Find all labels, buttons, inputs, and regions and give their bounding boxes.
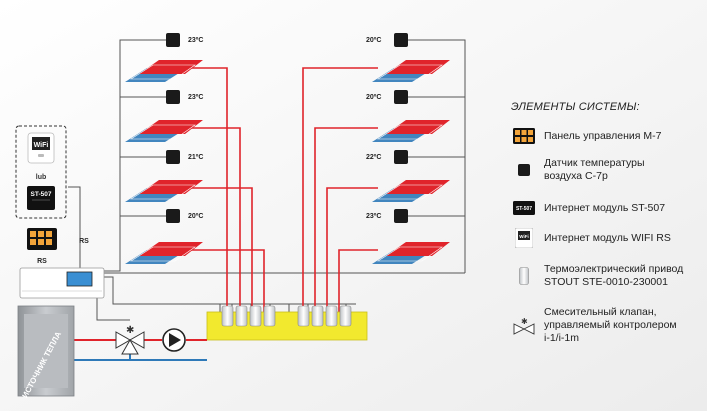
legend-label: Панель управления M-7 <box>544 129 662 142</box>
temperature-sensor-icon <box>394 209 408 223</box>
legend-label: Датчик температуры воздуха C-7p <box>544 157 645 182</box>
room-temp-left-1: 23ºC <box>188 37 203 44</box>
room-temp-right-2: 20ºC <box>366 94 381 101</box>
thermoelectric-actuator-icon <box>297 305 310 327</box>
supply-lines <box>185 67 378 312</box>
legend-item-wifi: WiFi Интернет модуль WIFI RS <box>511 228 671 248</box>
actuators <box>221 305 352 327</box>
wifi-screen-label: WiFi <box>34 142 49 149</box>
main-pipes <box>72 339 207 361</box>
control-panel-icon <box>27 228 57 250</box>
wifi-module-caption: lub <box>36 174 47 181</box>
temperature-sensor-icon <box>166 90 180 104</box>
room-temp-right-1: 20ºC <box>366 37 381 44</box>
thermoelectric-actuator-icon <box>263 305 276 327</box>
thermoelectric-actuator-icon <box>249 305 262 327</box>
mixing-valve-icon: ✱ <box>115 325 145 355</box>
st507-screen-label: ST-507 <box>31 191 52 198</box>
legend-item-temperature-sensor: Датчик температуры воздуха C-7p <box>511 157 645 183</box>
legend-title: ЭЛЕМЕНТЫ СИСТЕМЫ: <box>511 101 640 113</box>
thermoelectric-actuator-icon <box>311 305 324 327</box>
legend-label: Интернет модуль WIFI RS <box>544 231 671 244</box>
temperature-sensor-icon <box>394 33 408 47</box>
st507-module-icon: ST-507 <box>27 186 55 210</box>
internet-modules: WiFi lub ST-507 <box>15 125 67 219</box>
controller <box>19 267 105 299</box>
legend-label: Интернет модуль ST-507 <box>544 201 666 214</box>
thermoelectric-actuator-icon <box>235 305 248 327</box>
legend-item-actuator: Термоэлектрический привод STOUT STE-0010… <box>511 263 683 289</box>
svg-text:✱: ✱ <box>126 325 134 336</box>
heat-source: ИСТОЧНИК ТЕПЛА <box>17 305 75 400</box>
temperature-sensor-icon <box>166 33 180 47</box>
control-panel-icon <box>511 128 537 144</box>
thermoelectric-actuator-icon <box>339 305 352 327</box>
room-temp-right-4: 23ºC <box>366 213 381 220</box>
wifi-module-icon: WiFi <box>511 228 537 248</box>
svg-text:✱: ✱ <box>521 317 528 326</box>
legend-item-mixing-valve: ✱ Смесительный клапан, управляемый контр… <box>511 306 677 345</box>
rs-bus-label: RS <box>79 238 89 245</box>
room-temp-left-4: 20ºC <box>188 213 203 220</box>
room-sensors-right: 20ºC 20ºC 22ºC 23ºC <box>366 33 408 223</box>
mixing-valve-icon: ✱ <box>511 316 537 336</box>
legend-item-control-panel: Панель управления M-7 <box>511 128 661 144</box>
legend-item-st507: ST-507 Интернет модуль ST-507 <box>511 201 665 215</box>
heating-loops-right <box>372 60 450 264</box>
st507-icon-label: ST-507 <box>516 206 532 212</box>
room-temp-right-3: 22ºC <box>366 154 381 161</box>
room-sensors-left: 23ºC 23ºC 21ºC 20ºC <box>166 33 203 223</box>
thermoelectric-actuator-icon <box>221 305 234 327</box>
wifi-icon-label: WiFi <box>519 234 528 239</box>
legend-label: Смесительный клапан, управляемый контрол… <box>544 306 677 344</box>
temperature-sensor-icon <box>394 90 408 104</box>
thermoelectric-actuator-icon <box>325 305 338 327</box>
temperature-sensor-icon <box>394 150 408 164</box>
manifold <box>206 305 368 341</box>
heating-loops-left <box>125 60 203 264</box>
temperature-sensor-icon <box>166 150 180 164</box>
st507-module-icon: ST-507 <box>511 201 537 215</box>
room-temp-left-2: 23ºC <box>188 94 203 101</box>
control-panel-label: RS <box>37 258 47 265</box>
pump-icon <box>162 328 186 352</box>
thermoelectric-actuator-icon <box>511 267 537 285</box>
temperature-sensor-icon <box>511 164 537 176</box>
wifi-module-icon: WiFi <box>27 132 55 164</box>
temperature-sensor-icon <box>166 209 180 223</box>
room-temp-left-3: 21ºC <box>188 154 203 161</box>
legend-label: Термоэлектрический привод STOUT STE-0010… <box>544 263 684 288</box>
